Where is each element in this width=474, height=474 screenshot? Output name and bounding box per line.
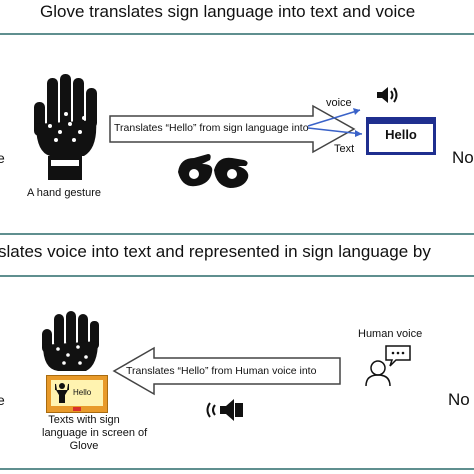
top-arrow-label: Translates “Hello” from sign language in… [114, 122, 309, 134]
bottom-divider [0, 275, 474, 277]
bottom-arrow-label: Translates “Hello” from Human voice into [126, 365, 317, 377]
top-title: Glove translates sign language into text… [40, 2, 416, 21]
bottom-caption-line3: Glove [69, 440, 99, 452]
glove-screen: Hello [46, 375, 108, 413]
footer-divider [0, 468, 474, 470]
text-label: Text [334, 143, 355, 155]
top-left-cut-label: e [0, 150, 5, 166]
top-divider [0, 33, 474, 35]
bottom-left-cut-label: e [0, 392, 5, 408]
bottom-caption-line2: language in screen of [42, 427, 148, 439]
person-sign-icon [55, 383, 69, 403]
bottom-right-cut-label: No [448, 390, 470, 409]
bottom-caption-line1: Texts with sign [48, 414, 120, 426]
speaker-icon [377, 87, 398, 103]
sound-waves-speaker-icon [206, 399, 243, 421]
bottom-title: slates voice into text and represented i… [0, 242, 431, 261]
top-gesture-caption: A hand gesture [27, 187, 102, 199]
glove-screen-text: Hello [73, 388, 92, 397]
translate-left-arrow [112, 346, 341, 396]
human-voice-label: Human voice [358, 328, 423, 340]
human-voice-icon [365, 345, 411, 386]
bottom-caption: Texts with sign language in screen of Gl… [42, 414, 148, 453]
output-pointer-arrows [307, 108, 363, 137]
hello-screen-icon: Hello [366, 117, 436, 155]
middle-divider [0, 233, 474, 235]
translate-right-arrow [109, 104, 356, 154]
top-right-cut-label: No [452, 148, 474, 167]
glove-screen-button [73, 407, 81, 411]
voice-label: voice [326, 97, 352, 109]
sign-hands-icon [178, 154, 249, 188]
glove-icon [34, 74, 97, 180]
hello-screen-text: Hello [385, 127, 417, 142]
glove-icon-bottom [42, 311, 99, 371]
